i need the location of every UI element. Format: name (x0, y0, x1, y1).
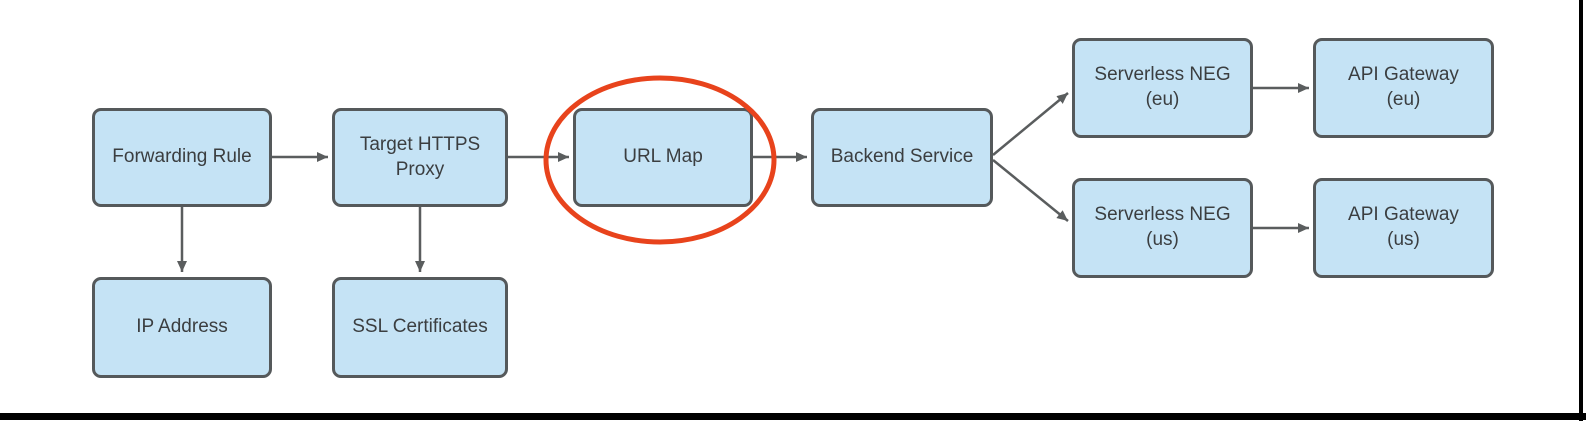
arrow-backendservice-negeu (992, 92, 1069, 156)
node-target-https-proxy: Target HTTPS Proxy (332, 108, 508, 207)
frame-bottom-edge (0, 413, 1586, 420)
node-api-gateway-us: API Gateway (us) (1313, 178, 1494, 278)
node-ssl-certificates: SSL Certificates (332, 277, 508, 378)
node-serverless-neg-us: Serverless NEG (us) (1072, 178, 1253, 278)
node-url-map: URL Map (573, 108, 753, 207)
node-serverless-neg-eu: Serverless NEG (eu) (1072, 38, 1253, 138)
arrow-backendservice-negus (992, 159, 1069, 222)
frame-right-edge (1579, 0, 1583, 421)
node-backend-service: Backend Service (811, 108, 993, 207)
node-forwarding-rule: Forwarding Rule (92, 108, 272, 207)
node-ip-address: IP Address (92, 277, 272, 378)
node-api-gateway-eu: API Gateway (eu) (1313, 38, 1494, 138)
